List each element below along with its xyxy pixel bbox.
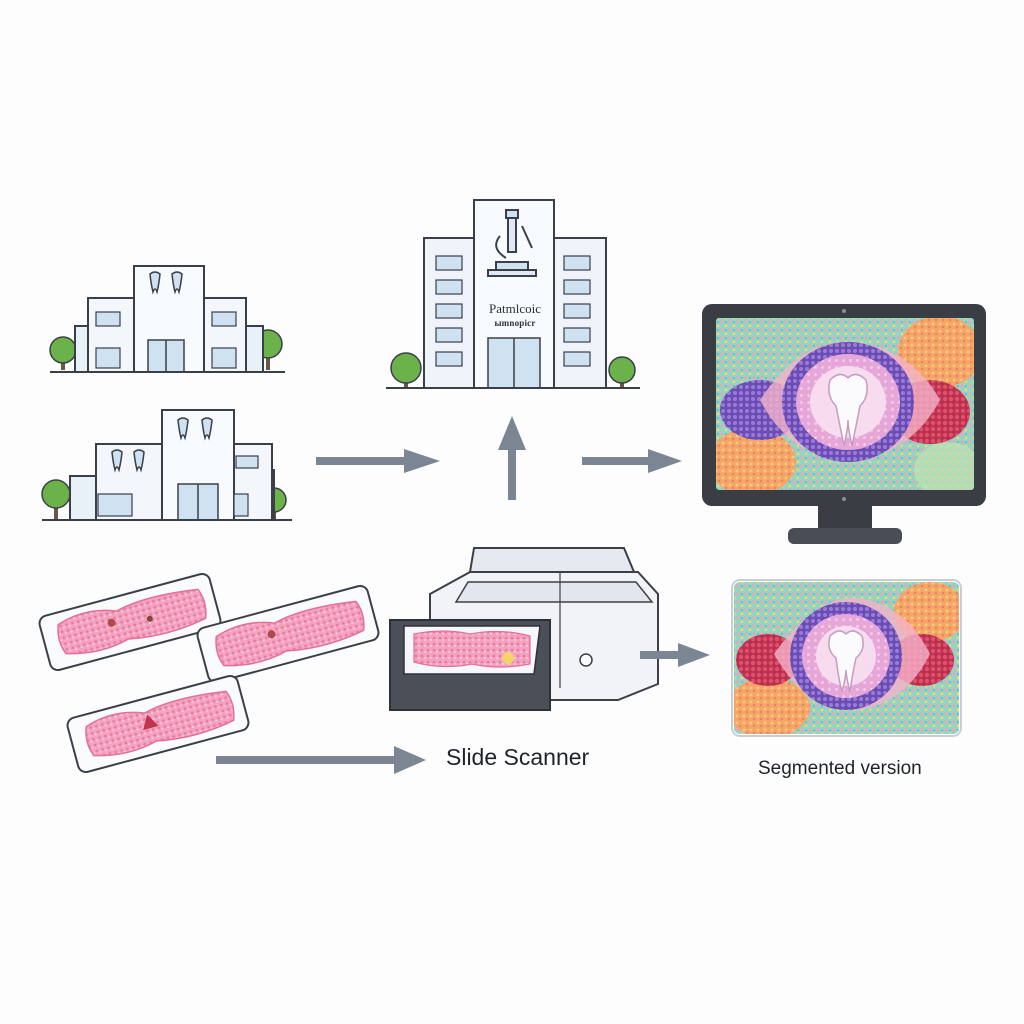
tree-icon [41, 479, 71, 520]
arrow-up-icon [498, 416, 526, 500]
dental-clinic-icon [41, 409, 292, 521]
tree-icon [608, 356, 636, 388]
tooth-icon [111, 417, 213, 473]
pathology-lab-icon [386, 199, 640, 389]
tissue-slide-icon [66, 674, 250, 774]
slide-scanner-icon [389, 547, 659, 711]
tooth-icon [149, 271, 183, 295]
arrow-right-icon [316, 449, 440, 473]
tooth-icon [828, 630, 864, 693]
segmented-image-card [731, 579, 962, 737]
monitor-icon [702, 304, 986, 544]
lab-sign-line1: Patmlcoic [489, 301, 541, 316]
arrow-right-icon [640, 643, 710, 667]
arrow-right-icon [582, 449, 682, 473]
tree-icon [49, 336, 77, 370]
microscope-icon [487, 209, 537, 277]
tissue-slide-icon [196, 584, 380, 684]
tooth-icon [828, 373, 868, 447]
tissue-slide-icon [38, 572, 222, 672]
segmented-image-screen [716, 318, 974, 490]
lab-sign-line2: ыmnopicr [494, 318, 536, 328]
dental-clinic-icon [49, 265, 285, 373]
slide-scanner-label: Slide Scanner [446, 744, 590, 770]
tree-icon [390, 352, 422, 388]
arrow-right-icon [216, 746, 426, 774]
segmented-version-label: Segmented version [758, 758, 922, 779]
